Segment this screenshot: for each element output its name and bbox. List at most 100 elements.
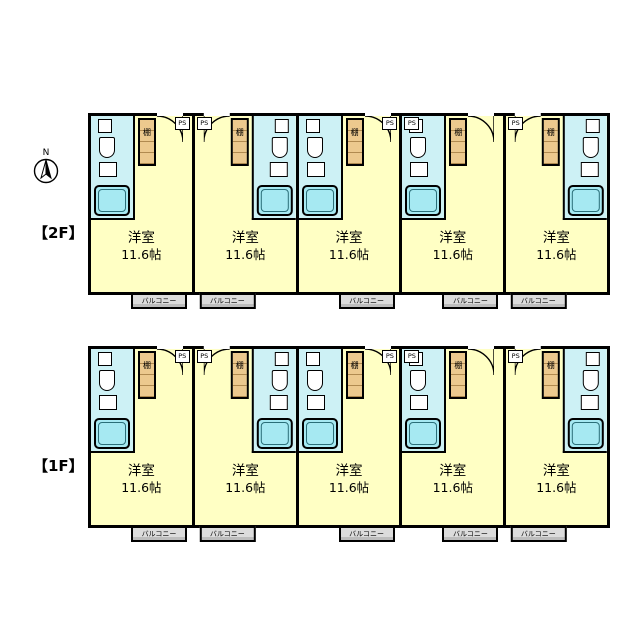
bathtub	[301, 418, 338, 449]
unit: 棚 洋室 11.6帖 バルコニー PS	[91, 113, 192, 309]
ps-box: PS	[404, 350, 420, 363]
shelf: 棚	[138, 351, 156, 399]
bathtub	[567, 185, 604, 216]
washer-box	[305, 119, 320, 133]
balcony: バルコニー	[510, 526, 567, 542]
room-name: 洋室	[231, 230, 259, 246]
balcony: バルコニー	[199, 526, 256, 542]
ps-label: PS	[200, 352, 209, 360]
shelf: 棚	[541, 118, 560, 166]
toilet	[582, 370, 599, 391]
unit: 棚 洋室 11.6帖 バルコニー PS	[295, 346, 400, 542]
unit: 棚 洋室 11.6帖 バルコニー PS	[503, 346, 607, 542]
ps-box: PS	[508, 350, 524, 363]
shelf-label: 棚	[350, 361, 359, 370]
unit: 棚 洋室 11.6帖 バルコニー PS	[191, 113, 296, 309]
floor-plan-1f: 棚 洋室 11.6帖 バルコニー PS	[88, 346, 610, 542]
balcony-label: バルコニー	[210, 297, 246, 305]
bathtub	[405, 418, 442, 449]
ps-label: PS	[178, 352, 187, 360]
entry-door-gap	[157, 113, 183, 116]
unit: 棚 洋室 11.6帖 バルコニー PS	[399, 113, 504, 309]
washer-box	[274, 119, 289, 133]
service-area	[91, 116, 135, 220]
unit-interior: 棚 洋室 11.6帖 バルコニー	[402, 113, 503, 309]
service-area	[562, 349, 607, 453]
room-name: 洋室	[127, 230, 155, 246]
unit-interior: 棚 洋室 11.6帖 バルコニー	[506, 113, 607, 309]
balcony: バルコニー	[442, 293, 499, 309]
service-area	[562, 116, 607, 220]
entry-door-arc-icon	[468, 349, 495, 375]
ps-label: PS	[178, 119, 187, 127]
unit: 棚 洋室 11.6帖 バルコニー PS	[91, 346, 192, 542]
wash-basin	[269, 162, 288, 177]
ps-label: PS	[385, 352, 394, 360]
room-label: 洋室 11.6帖	[195, 463, 296, 496]
unit-interior: 棚 洋室 11.6帖 バルコニー	[195, 113, 296, 309]
bathtub	[94, 185, 130, 216]
washer-box	[305, 352, 320, 366]
room-size: 11.6帖	[121, 480, 162, 495]
compass: N	[30, 146, 62, 190]
balcony-label: バルコニー	[210, 530, 246, 538]
shelf-label: 棚	[235, 128, 244, 137]
shelf: 棚	[138, 118, 156, 166]
balcony-label: バルコニー	[141, 297, 177, 305]
toilet	[271, 137, 288, 158]
balcony: バルコニー	[338, 293, 395, 309]
service-area	[298, 349, 343, 453]
toilet	[306, 370, 323, 391]
wash-basin	[99, 162, 117, 177]
shelf-label: 棚	[546, 361, 555, 370]
ps-label: PS	[200, 119, 209, 127]
room-name: 洋室	[543, 463, 571, 479]
room-size: 11.6帖	[121, 247, 162, 262]
compass-label: N	[43, 148, 50, 158]
room-label: 洋室 11.6帖	[506, 230, 607, 263]
service-area	[251, 349, 296, 453]
ps-box: PS	[508, 117, 524, 130]
balcony-label: バルコニー	[521, 297, 557, 305]
entry-door-gap	[364, 113, 391, 116]
balcony-label: バルコニー	[452, 297, 488, 305]
entry-door-gap	[468, 113, 495, 116]
balcony: バルコニー	[131, 293, 187, 309]
room-label: 洋室 11.6帖	[402, 230, 503, 263]
shelf: 棚	[541, 351, 560, 399]
floor-plan-2f: 棚 洋室 11.6帖 バルコニー PS	[88, 113, 610, 309]
wash-basin	[99, 395, 117, 410]
room-label: 洋室 11.6帖	[299, 230, 400, 263]
shelf-label: 棚	[235, 361, 244, 370]
room-label: 洋室 11.6帖	[195, 230, 296, 263]
unit-interior: 棚 洋室 11.6帖 バルコニー	[298, 113, 400, 309]
room-name: 洋室	[543, 230, 571, 246]
shelf-label: 棚	[454, 361, 463, 370]
toilet	[582, 137, 599, 158]
room-size: 11.6帖	[432, 480, 473, 495]
service-area	[298, 116, 343, 220]
balcony-label: バルコニー	[141, 530, 177, 538]
wash-basin	[580, 162, 599, 177]
entry-door-gap	[364, 346, 391, 349]
room-size: 11.6帖	[536, 480, 577, 495]
unit: 棚 洋室 11.6帖 バルコニー PS	[503, 113, 607, 309]
service-area	[251, 116, 296, 220]
ps-label: PS	[407, 119, 416, 127]
toilet	[410, 137, 427, 158]
unit-interior: 棚 洋室 11.6帖 バルコニー	[506, 346, 607, 542]
room-name: 洋室	[127, 463, 155, 479]
balcony: バルコニー	[131, 526, 187, 542]
ps-box: PS	[382, 117, 398, 130]
service-area	[402, 349, 447, 453]
ps-box: PS	[196, 350, 212, 363]
ps-label: PS	[511, 352, 520, 360]
shelf: 棚	[449, 118, 468, 166]
toilet	[410, 370, 427, 391]
shelf: 棚	[230, 351, 249, 399]
toilet	[99, 137, 115, 158]
ps-box: PS	[174, 117, 190, 130]
room-name: 洋室	[231, 463, 259, 479]
wash-basin	[306, 162, 325, 177]
